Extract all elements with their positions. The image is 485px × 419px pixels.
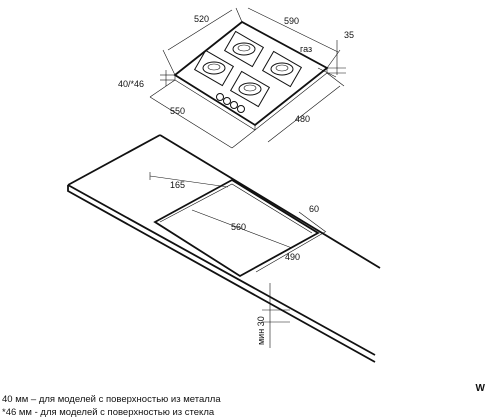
burner-front-left (193, 49, 235, 87)
control-knobs (216, 93, 245, 113)
dim-490-label: 490 (285, 252, 300, 262)
worktop-front-face (67, 185, 376, 363)
dim-gas-label: газ (300, 44, 312, 54)
countertop-view: 165 60 560 490 мин 30 (67, 134, 381, 363)
dim-560-label: 560 (231, 222, 246, 232)
dim-60-label: 60 (309, 204, 319, 214)
worktop-back-edge (159, 134, 381, 269)
dim-40-46-label: 40/*46 (118, 79, 144, 89)
hob-view: 520 590 газ 35 40/*46 550 480 (118, 7, 354, 149)
dim-520-label: 520 (194, 14, 209, 24)
dim-min30-label: мин 30 (256, 316, 266, 345)
dim-480-label: 480 (295, 114, 310, 124)
worktop-top-front-edge (67, 184, 376, 356)
burner-back-right (261, 50, 303, 88)
dim-590-label: 590 (284, 16, 299, 26)
dim-35-label: 35 (344, 30, 354, 40)
burner-front-right (229, 70, 271, 108)
burner-back-left (223, 30, 265, 68)
dim-550-label: 550 (170, 106, 185, 116)
hob-outline (173, 20, 329, 127)
dim-165-label: 165 (170, 180, 185, 190)
note-metal: 40 мм – для моделей с поверхностью из ме… (2, 394, 221, 405)
note-glass: *46 мм - для моделей с поверхностью из с… (2, 407, 215, 418)
cutout-opening (153, 178, 320, 278)
corner-mark: W (475, 383, 485, 394)
